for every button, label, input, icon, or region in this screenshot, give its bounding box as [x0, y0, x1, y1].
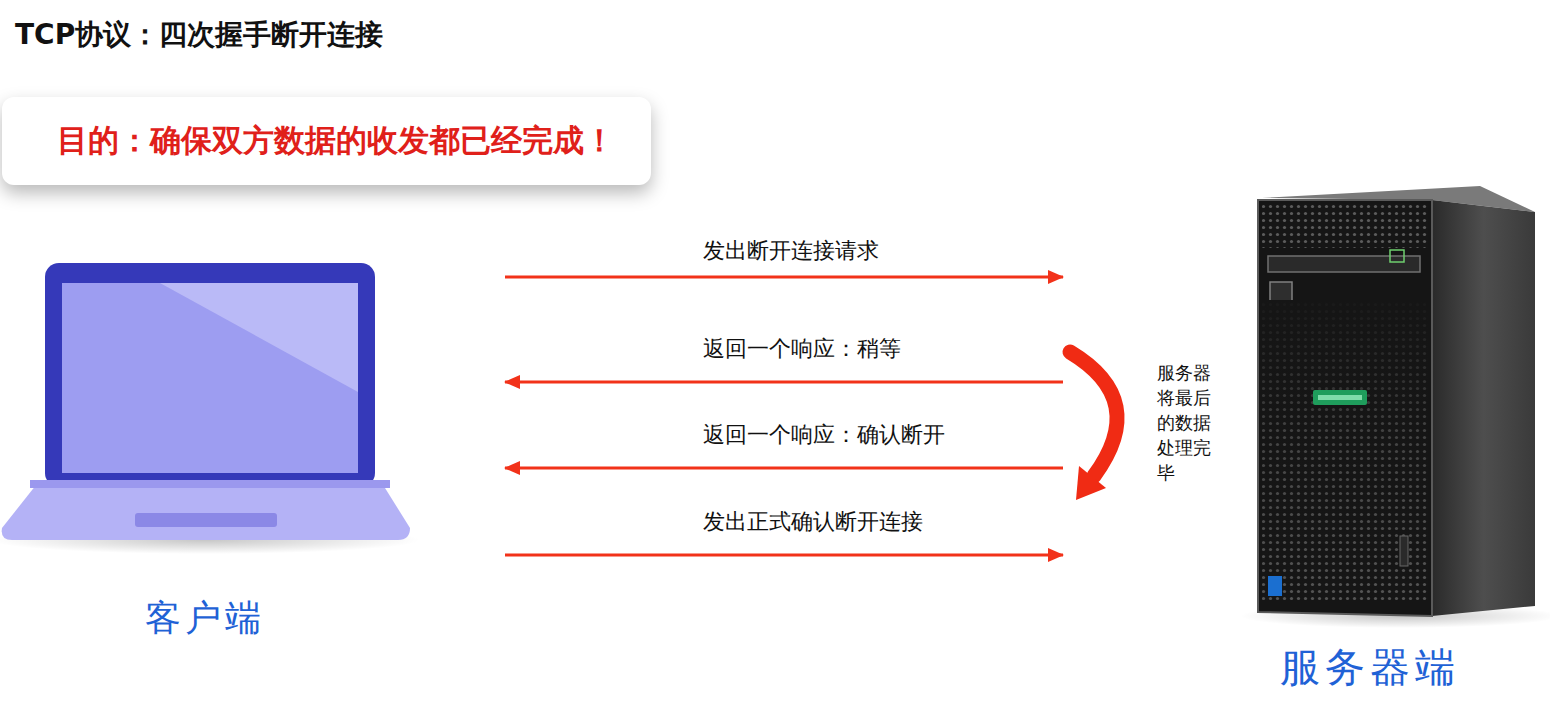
edge-label: 发出断开连接请求: [703, 238, 879, 263]
node-text: 服务器端: [1280, 643, 1460, 691]
laptop-illustration: [0, 263, 420, 554]
goal-callout: 目的：确保双方数据的收发都已经完成！: [2, 97, 651, 185]
edge-label: 返回一个响应：确认断开: [703, 422, 945, 447]
edge-label: 发出正式确认断开连接: [703, 509, 923, 534]
node-text: 目的：确保双方数据的收发都已经完成！: [57, 122, 615, 159]
edge-label-wrap: 返回一个响应：确认断开: [703, 420, 945, 450]
server-illustration: [1240, 186, 1550, 628]
edge-label: 返回一个响应：稍等: [703, 336, 901, 361]
edge-label-wrap: 返回一个响应：稍等: [703, 334, 901, 364]
node-text: 客户端: [145, 596, 265, 639]
flow-arrow: [505, 381, 1063, 384]
flow-arrow: [505, 554, 1063, 557]
process-note: 服务器将最后的数据处理完毕: [1157, 360, 1211, 485]
flow-arrow: [505, 276, 1063, 279]
processing-curve-arrow: [1070, 352, 1117, 500]
edge-label-wrap: 发出正式确认断开连接: [703, 507, 923, 537]
title-wrap: TCP协议：四次握手断开连接: [15, 16, 383, 54]
flow-arrow: [505, 467, 1063, 470]
edge-label-wrap: 发出断开连接请求: [703, 236, 879, 266]
title: TCP协议：四次握手断开连接: [15, 18, 383, 51]
server-node: 服务器端: [1063, 180, 1550, 695]
note-wrap: 服务器将最后的数据处理完毕: [1157, 360, 1211, 485]
client-node: 客户端: [0, 255, 505, 645]
